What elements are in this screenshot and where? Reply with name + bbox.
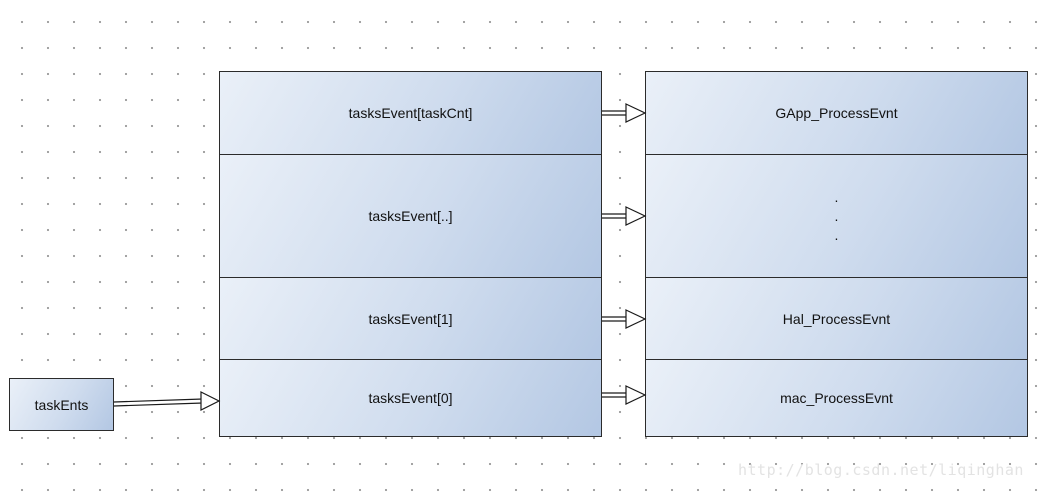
ellipsis-dot: .	[834, 207, 839, 224]
ellipsis-dot: .	[834, 188, 839, 205]
tasks-event-cell-label: tasksEvent[1]	[368, 310, 453, 327]
handler-cell-hal: Hal_ProcessEvnt	[645, 277, 1028, 360]
tasks-event-cell-label: tasksEvent[0]	[368, 390, 453, 406]
tasks-event-cell-0: tasksEvent[0]	[219, 359, 602, 437]
handler-cell-mac: mac_ProcessEvnt	[645, 359, 1028, 437]
arrow-task-ents-to-event-0	[113, 391, 221, 411]
handler-cell-ellipsis: . . .	[645, 154, 1028, 278]
ellipsis-dot: .	[834, 226, 839, 243]
task-ents-box: taskEnts	[9, 378, 114, 431]
tasks-event-cell-ellipsis: tasksEvent[..]	[219, 154, 602, 278]
handler-cell-label: GApp_ProcessEvnt	[775, 105, 898, 121]
tasks-event-cell-label: tasksEvent[..]	[368, 208, 453, 224]
task-ents-label: taskEnts	[34, 396, 89, 413]
handler-cell-label: Hal_ProcessEvnt	[782, 310, 891, 327]
arrow-event-ellipsis-to-handler-ellipsis	[602, 206, 647, 226]
arrow-event-taskcnt-to-gapp	[602, 103, 647, 123]
vertical-ellipsis: . . .	[835, 188, 839, 245]
arrow-event-1-to-hal	[602, 309, 647, 329]
tasks-event-cell-label: tasksEvent[taskCnt]	[348, 105, 473, 121]
arrow-event-0-to-mac	[602, 385, 647, 405]
tasks-event-cell-taskcnt: tasksEvent[taskCnt]	[219, 71, 602, 155]
watermark-text: http://blog.csdn.net/liqinghan	[738, 461, 1024, 479]
handler-cell-gapp: GApp_ProcessEvnt	[645, 71, 1028, 155]
handler-cell-label: mac_ProcessEvnt	[780, 390, 893, 406]
